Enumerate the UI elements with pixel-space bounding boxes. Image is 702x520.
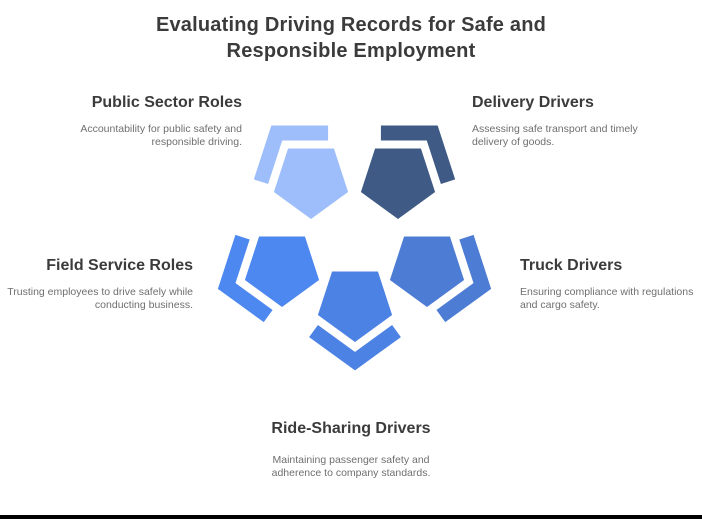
item-desc: Accountability for public safety and res…: [2, 123, 242, 149]
item-desc-line: Assessing safe transport and timely: [472, 123, 638, 135]
item-desc-line: Ensuring compliance with regulations: [520, 286, 694, 298]
page-title-line: Evaluating Driving Records for Safe and: [155, 14, 547, 36]
pentagon-truck-icon: [389, 234, 492, 323]
item-heading: Ride-Sharing Drivers: [271, 420, 431, 437]
item-heading: Public Sector Roles: [91, 94, 242, 111]
item-desc-line: Accountability for public safety and: [80, 123, 242, 135]
item-desc: Assessing safe transport and timely deli…: [472, 123, 702, 149]
pentagon-delivery-icon: [360, 125, 456, 220]
item-desc-line: Maintaining passenger safety and: [272, 454, 430, 466]
item-desc: Ensuring compliance with regulations and…: [520, 286, 702, 312]
item-heading: Field Service Roles: [46, 257, 193, 274]
label-ride-sharing-drivers: Ride-Sharing Drivers Maintaining passeng…: [221, 419, 481, 480]
item-heading: Delivery Drivers: [472, 94, 594, 111]
bottom-edge-bar: [0, 515, 702, 519]
item-desc-line: adherence to company standards.: [271, 467, 431, 479]
item-desc: Maintaining passenger safety and adheren…: [221, 454, 481, 480]
item-heading: Truck Drivers: [520, 257, 623, 274]
pentagon-ride-sharing-icon: [309, 271, 401, 371]
item-desc: Trusting employees to drive safely while…: [0, 286, 193, 312]
label-truck-drivers: Truck Drivers Ensuring compliance with r…: [520, 256, 702, 312]
page-title: Evaluating Driving Records for Safe and …: [0, 12, 702, 64]
label-delivery-drivers: Delivery Drivers Assessing safe transpor…: [472, 93, 702, 149]
pentagon-field-service-icon: [217, 234, 320, 323]
label-public-sector-roles: Public Sector Roles Accountability for p…: [2, 93, 242, 149]
item-desc-line: and cargo safety.: [520, 299, 600, 311]
pentagon-public-sector-icon: [253, 125, 349, 220]
label-field-service-roles: Field Service Roles Trusting employees t…: [0, 256, 193, 312]
item-desc-line: delivery of goods.: [472, 136, 555, 148]
item-desc-line: Trusting employees to drive safely while: [7, 286, 193, 298]
item-desc-line: conducting business.: [94, 299, 193, 311]
page-title-line: Responsible Employment: [226, 40, 476, 62]
item-desc-line: responsible driving.: [151, 136, 242, 148]
